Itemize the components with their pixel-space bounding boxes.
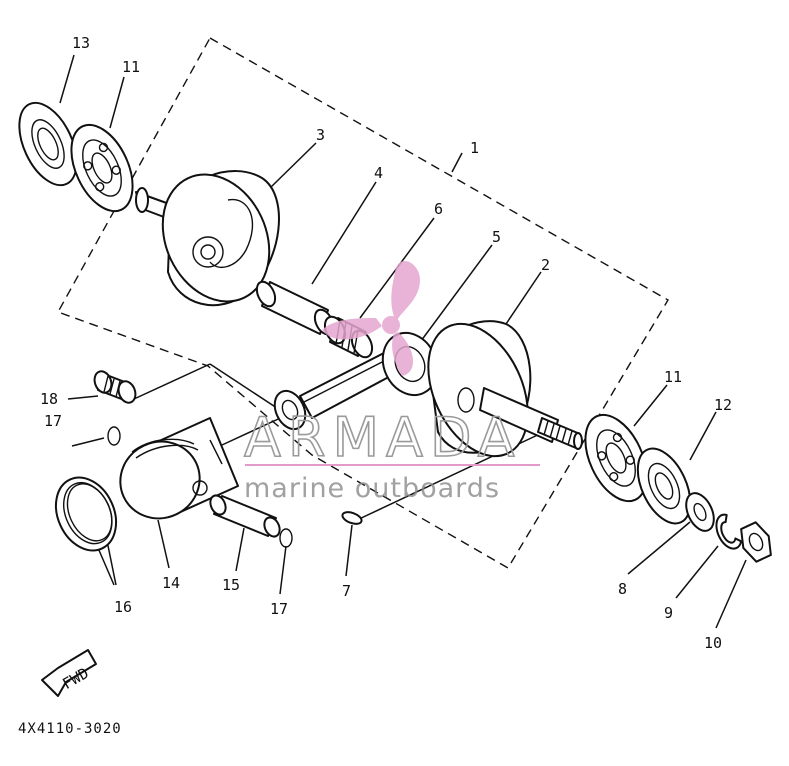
callout-2: 2 (541, 256, 550, 274)
logo-hub (382, 316, 400, 334)
key-7 (341, 511, 363, 525)
callout-6: 6 (434, 200, 443, 218)
piston-14 (119, 417, 239, 520)
callout-14: 14 (162, 574, 180, 592)
callout-5: 5 (492, 228, 501, 246)
callout-13: 13 (72, 34, 90, 52)
piston-rings-16 (54, 476, 118, 552)
fwd-arrow-icon: FWD (41, 649, 97, 697)
callout-15: 15 (222, 576, 240, 594)
callout-11-right: 11 (664, 368, 682, 386)
part-code: 4X4110-3020 (18, 721, 122, 737)
crankshaft-assembly-boundary (56, 37, 669, 569)
logo-blade (322, 318, 382, 340)
logo-blade (392, 332, 414, 376)
callout-17-right: 17 (270, 600, 288, 618)
washer-8 (685, 492, 715, 532)
callout-3: 3 (316, 126, 325, 144)
bearing-11-left (70, 123, 134, 213)
callout-16: 16 (114, 598, 132, 616)
callout-11-left: 11 (122, 58, 140, 76)
bearing-11-right (584, 413, 648, 503)
callout-1: 1 (470, 139, 479, 157)
callout-18: 18 (40, 390, 58, 408)
nut-10 (740, 521, 772, 563)
crank-half-2 (427, 320, 583, 458)
oil-seal-13 (18, 101, 78, 187)
tagline-watermark: marine outboards (244, 473, 500, 504)
callout-8: 8 (618, 580, 627, 598)
lock-washer-9 (715, 513, 743, 550)
callout-4: 4 (374, 164, 383, 182)
circlip-17-left (107, 426, 121, 446)
callout-7: 7 (342, 582, 351, 600)
needle-bearing-18 (93, 370, 137, 404)
propeller-logo-icon (322, 260, 420, 376)
callout-10: 10 (704, 634, 722, 652)
callout-9: 9 (664, 604, 673, 622)
logo-blade (391, 260, 420, 322)
brand-watermark: ARMADA (244, 406, 522, 469)
callout-labels: 13 11 3 1 4 6 5 2 11 12 18 17 7 8 9 10 1… (40, 34, 732, 652)
circlip-17-right (279, 528, 293, 548)
piston-pin-15 (209, 494, 281, 538)
callout-12: 12 (714, 396, 732, 414)
crank-half-3 (135, 170, 280, 307)
callout-17-left: 17 (44, 412, 62, 430)
